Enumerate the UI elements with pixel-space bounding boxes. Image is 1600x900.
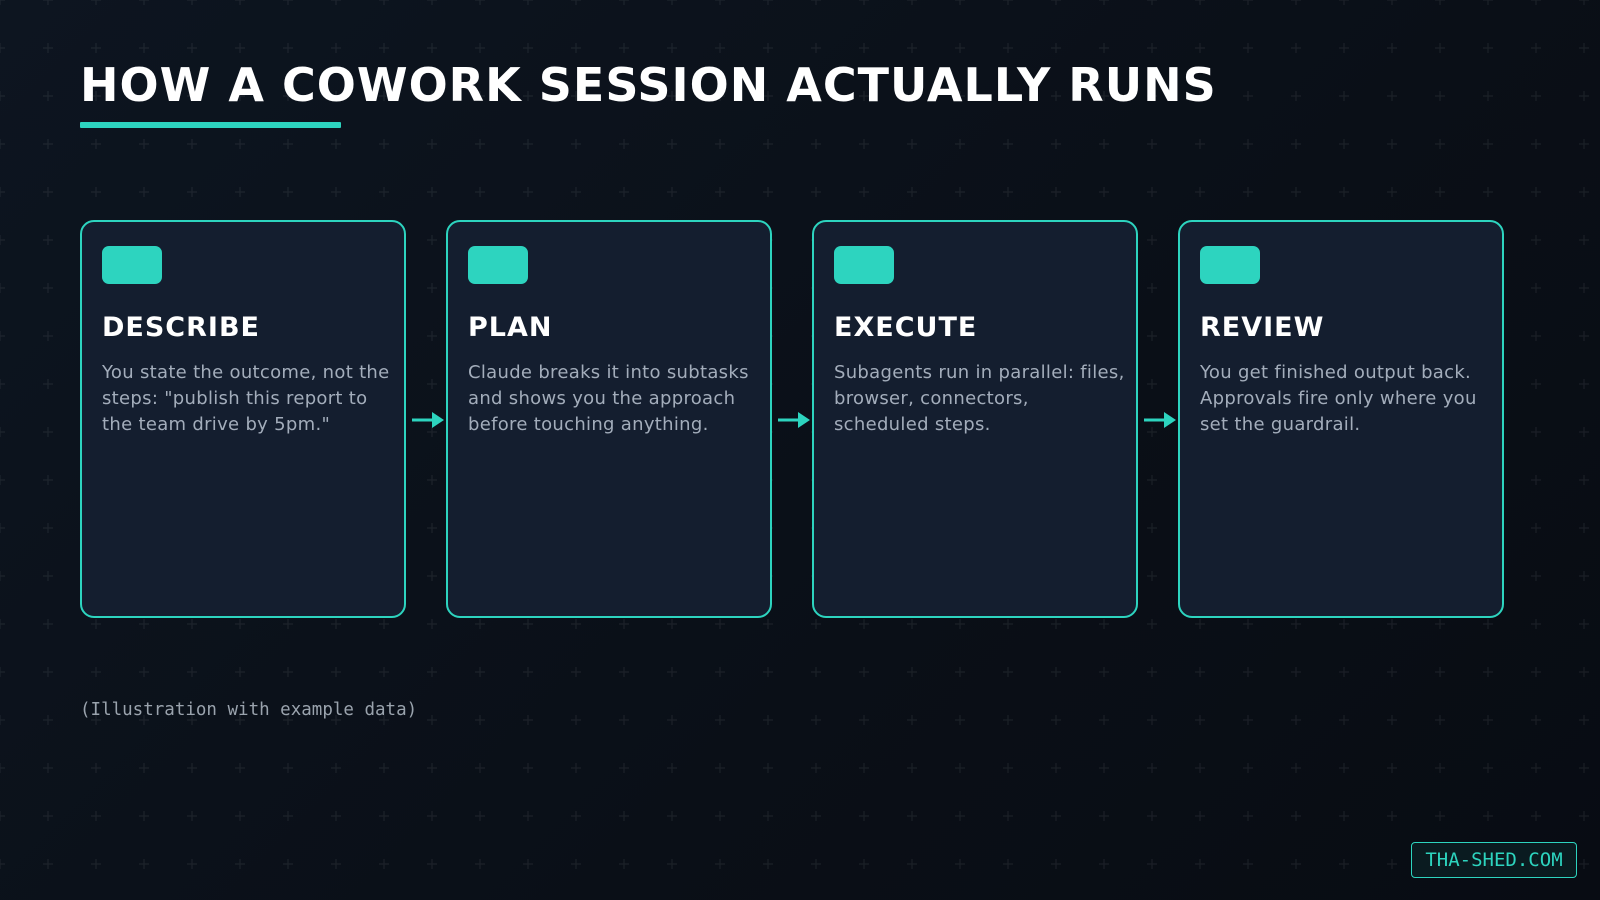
illustration-note: (Illustration with example data) (80, 700, 418, 720)
step-card-describe: DESCRIBE You state the outcome, not the … (80, 220, 406, 618)
arrow-right-icon (1144, 412, 1176, 428)
step-title: DESCRIBE (102, 312, 260, 343)
arrow-right-icon (412, 412, 444, 428)
title-underline (80, 122, 341, 128)
step-description: Subagents run in parallel: files, browse… (834, 362, 1125, 435)
step-icon (834, 246, 894, 284)
step-title: EXECUTE (834, 312, 978, 343)
brand-badge[interactable]: THA-SHED.COM (1411, 842, 1577, 878)
step-description: Claude breaks it into subtasks and shows… (468, 362, 749, 435)
step-card-execute: EXECUTE Subagents run in parallel: files… (812, 220, 1138, 618)
page-title: HOW A COWORK SESSION ACTUALLY RUNS (80, 58, 1217, 112)
step-title: PLAN (468, 312, 553, 343)
step-icon (102, 246, 162, 284)
step-card-review: REVIEW You get finished output back. App… (1178, 220, 1504, 618)
step-description: You state the outcome, not the steps: "p… (102, 362, 390, 435)
step-icon (468, 246, 528, 284)
step-icon (1200, 246, 1260, 284)
step-title: REVIEW (1200, 312, 1325, 343)
step-description: You get finished output back. Approvals … (1200, 362, 1477, 435)
step-card-plan: PLAN Claude breaks it into subtasks and … (446, 220, 772, 618)
arrow-right-icon (778, 412, 810, 428)
